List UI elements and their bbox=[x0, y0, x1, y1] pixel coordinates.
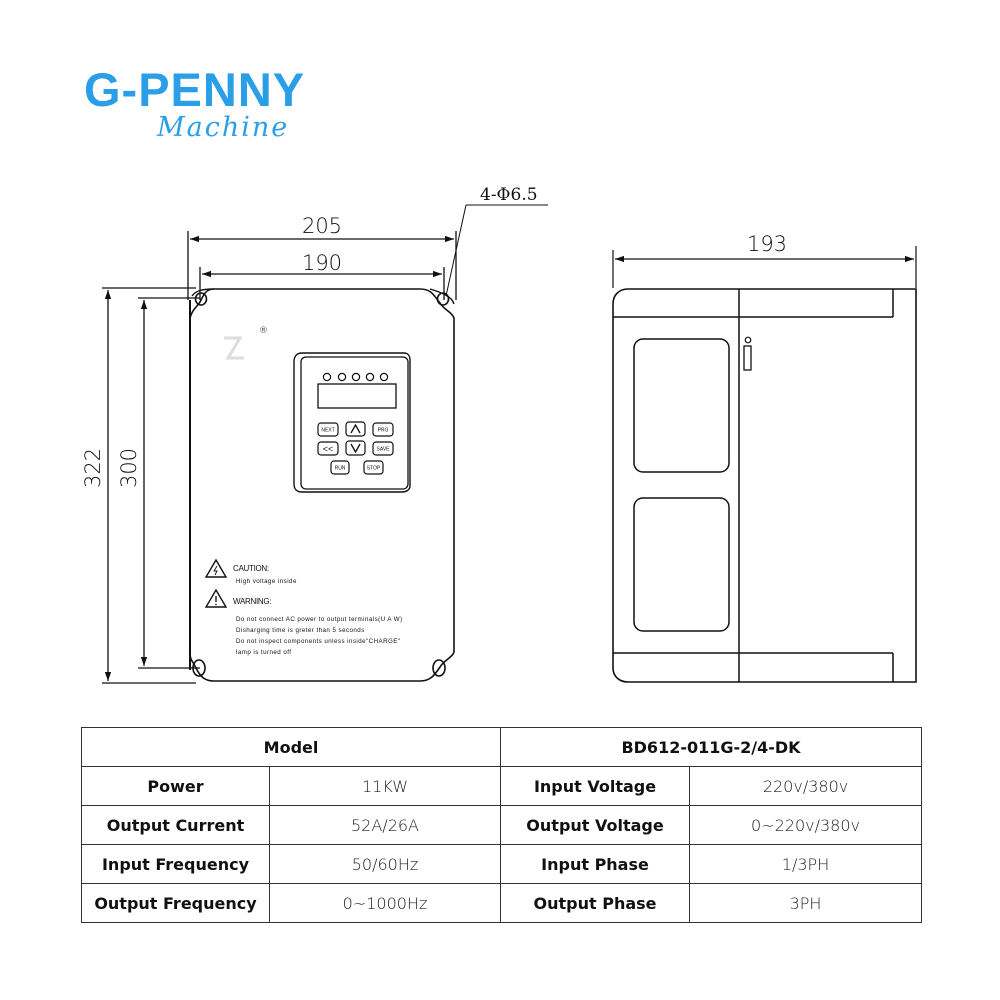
dimension-label-300: 300 bbox=[117, 448, 141, 488]
dimension-label-193: 193 bbox=[747, 232, 787, 256]
table-row-model: Model BD612-011G-2/4-DK bbox=[80, 727, 923, 767]
model-label: Model bbox=[80, 727, 502, 767]
status-indicator-leds bbox=[322, 372, 389, 382]
keypad-key-next: NEXT bbox=[317, 422, 339, 437]
dimension-height-mounting: 300 bbox=[117, 297, 200, 669]
keypad-key-stop: STOP bbox=[363, 460, 384, 475]
spec-value: 0~220v/380v bbox=[689, 805, 923, 845]
spec-label: Output Frequency bbox=[81, 883, 270, 923]
high-voltage-warning-icon bbox=[204, 558, 228, 578]
caution-title: CAUTION: bbox=[233, 564, 269, 573]
keypad-key-up bbox=[345, 421, 366, 437]
svg-text:SAVE: SAVE bbox=[377, 447, 391, 453]
mounting-hole-label: 4-Φ6.5 bbox=[480, 185, 538, 205]
spec-label: Input Phase bbox=[500, 844, 691, 884]
svg-text:<<: << bbox=[323, 444, 334, 454]
warning-line-4: lamp is turned off bbox=[236, 649, 291, 656]
dimension-width-overall: 205 bbox=[187, 214, 457, 300]
table-row: Power 11KW Input Voltage 220v/380v bbox=[81, 766, 923, 806]
caution-text: High voltage inside bbox=[236, 578, 297, 585]
table-row: Output Frequency 0~1000Hz Output Phase 3… bbox=[81, 883, 923, 923]
table-row: Output Current 52A/26A Output Voltage 0~… bbox=[81, 805, 923, 845]
brand-tagline: Machine bbox=[157, 112, 290, 143]
svg-text:RUN: RUN bbox=[335, 466, 346, 472]
registered-mark: ® bbox=[259, 326, 268, 336]
spec-label: Output Current bbox=[81, 805, 270, 845]
keypad-key-run: RUN bbox=[330, 460, 350, 475]
keypad-key-save: SAVE bbox=[372, 441, 394, 456]
warning-line-2: Disharging time is greter than 5 seconds bbox=[236, 627, 365, 634]
keypad-key-prg: PRG bbox=[372, 422, 394, 437]
dimension-label-322: 322 bbox=[81, 448, 105, 488]
mounting-hole-top-left bbox=[194, 292, 208, 306]
side-vent-lower bbox=[633, 497, 730, 632]
spec-label: Output Phase bbox=[500, 883, 691, 923]
warning-label: WARNING: Do not connect AC power to outp… bbox=[204, 588, 403, 656]
side-view: 193 bbox=[612, 232, 917, 683]
brand-logo: G-PENNY Machine bbox=[84, 62, 384, 152]
exclamation-warning-icon bbox=[204, 588, 228, 608]
led-display bbox=[317, 383, 397, 409]
spec-value: 52A/26A bbox=[268, 805, 502, 845]
table-row: Input Frequency 50/60Hz Input Phase 1/3P… bbox=[81, 844, 923, 884]
mounting-hole-bottom-left bbox=[192, 659, 206, 677]
warning-line-1: Do not connect AC power to output termin… bbox=[236, 616, 403, 623]
side-vent-upper bbox=[633, 338, 730, 473]
spec-value: 1/3PH bbox=[689, 844, 923, 884]
brand-name: G-PENNY bbox=[84, 63, 306, 116]
technical-drawing: 205 190 4-Φ6.5 322 300 bbox=[81, 185, 917, 684]
keypad-key-down bbox=[345, 440, 366, 456]
spec-value: 0~1000Hz bbox=[268, 883, 502, 923]
spec-value: 220v/380v bbox=[689, 766, 923, 806]
mounting-hole-top-right bbox=[436, 292, 450, 306]
spec-value: 50/60Hz bbox=[268, 844, 502, 884]
side-body-outline bbox=[612, 288, 917, 683]
spec-label: Input Voltage bbox=[500, 766, 691, 806]
warning-line-3: Do not inspect components unless inside"… bbox=[236, 638, 401, 645]
mounting-hole-bottom-right bbox=[432, 659, 446, 677]
spec-label: Power bbox=[81, 766, 270, 806]
manufacturer-logo-icon bbox=[224, 336, 244, 360]
spec-value: 3PH bbox=[689, 883, 923, 923]
dimension-height-overall: 322 bbox=[81, 287, 196, 684]
svg-text:PRG: PRG bbox=[378, 428, 389, 434]
dimension-depth: 193 bbox=[612, 232, 917, 288]
front-panel-outline bbox=[189, 288, 455, 682]
spec-value: 11KW bbox=[268, 766, 502, 806]
front-view: 205 190 4-Φ6.5 322 300 bbox=[81, 185, 548, 684]
dimension-label-190: 190 bbox=[302, 251, 342, 275]
mounting-hole-callout: 4-Φ6.5 bbox=[445, 185, 548, 297]
side-latch-icon bbox=[743, 336, 752, 371]
keypad-key-shift: << bbox=[317, 441, 339, 456]
caution-label: CAUTION: High voltage inside bbox=[204, 558, 297, 585]
model-value: BD612-011G-2/4-DK bbox=[500, 727, 923, 767]
svg-text:STOP: STOP bbox=[367, 466, 381, 472]
spec-label: Input Frequency bbox=[81, 844, 270, 884]
dimension-label-205: 205 bbox=[302, 214, 342, 238]
spec-label: Output Voltage bbox=[500, 805, 691, 845]
dimension-width-mounting: 190 bbox=[199, 251, 445, 300]
specifications-table: Model BD612-011G-2/4-DK Power 11KW Input… bbox=[80, 727, 923, 923]
keypad-panel: NEXT PRG << SAVE bbox=[293, 352, 411, 493]
warning-title: WARNING: bbox=[233, 597, 271, 606]
svg-text:NEXT: NEXT bbox=[321, 428, 334, 434]
